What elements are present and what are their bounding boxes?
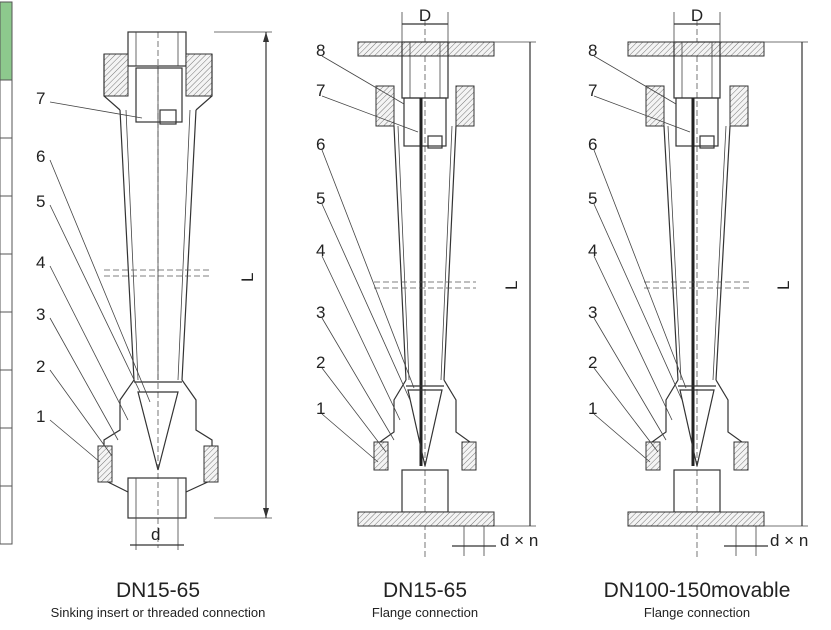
callout-7: 7	[36, 89, 45, 108]
diagram-title: DN15-65	[116, 579, 200, 602]
dimension-flange-diameter-label: D	[691, 6, 703, 25]
callout-5: 5	[316, 189, 325, 208]
diagram-subtitle: Flange connection	[372, 605, 478, 620]
diagram-subtitle: Flange connection	[644, 605, 750, 620]
callout-2: 2	[316, 353, 325, 372]
dimension-length-label: L	[774, 281, 793, 290]
callout-2: 2	[588, 353, 597, 372]
dimension-length-label: L	[502, 281, 521, 290]
callout-3: 3	[36, 305, 45, 324]
dimension-diameter-label: d	[151, 525, 160, 544]
diagram-threaded-connection	[49, 31, 272, 550]
callout-6: 6	[36, 147, 45, 166]
table-cell	[0, 195, 13, 255]
table-cell	[0, 485, 13, 545]
table-cell	[0, 79, 13, 139]
callout-8: 8	[588, 41, 597, 60]
table-cell	[0, 369, 13, 429]
table-cell	[0, 311, 13, 371]
dimension-bolt-holes-label: d × n	[770, 531, 808, 550]
callout-7: 7	[588, 81, 597, 100]
table-header-cell	[0, 1, 13, 81]
callout-4: 4	[316, 241, 325, 260]
spec-table-fragment	[0, 1, 13, 545]
table-cell	[0, 427, 13, 487]
dimension-flange-diameter-label: D	[419, 6, 431, 25]
diagram-flange-connection	[321, 12, 536, 560]
callout-5: 5	[588, 189, 597, 208]
diagram-movable-flange-connection	[593, 12, 808, 560]
callout-4: 4	[36, 253, 45, 272]
callout-4: 4	[588, 241, 597, 260]
callout-8: 8	[316, 41, 325, 60]
callout-7: 7	[316, 81, 325, 100]
callout-1: 1	[588, 399, 597, 418]
diagram-title: DN15-65	[383, 579, 467, 602]
callout-2: 2	[36, 357, 45, 376]
callout-6: 6	[588, 135, 597, 154]
table-cell	[0, 137, 13, 197]
callout-3: 3	[316, 303, 325, 322]
dimension-length-label: L	[238, 273, 257, 282]
diagram-title: DN100-150movable	[604, 579, 791, 602]
diagram-subtitle: Sinking insert or threaded connection	[51, 605, 266, 620]
callout-3: 3	[588, 303, 597, 322]
table-cell	[0, 253, 13, 313]
dimension-bolt-holes-label: d × n	[500, 531, 538, 550]
callout-6: 6	[316, 135, 325, 154]
callout-5: 5	[36, 192, 45, 211]
callout-1: 1	[36, 407, 45, 426]
callout-1: 1	[316, 399, 325, 418]
